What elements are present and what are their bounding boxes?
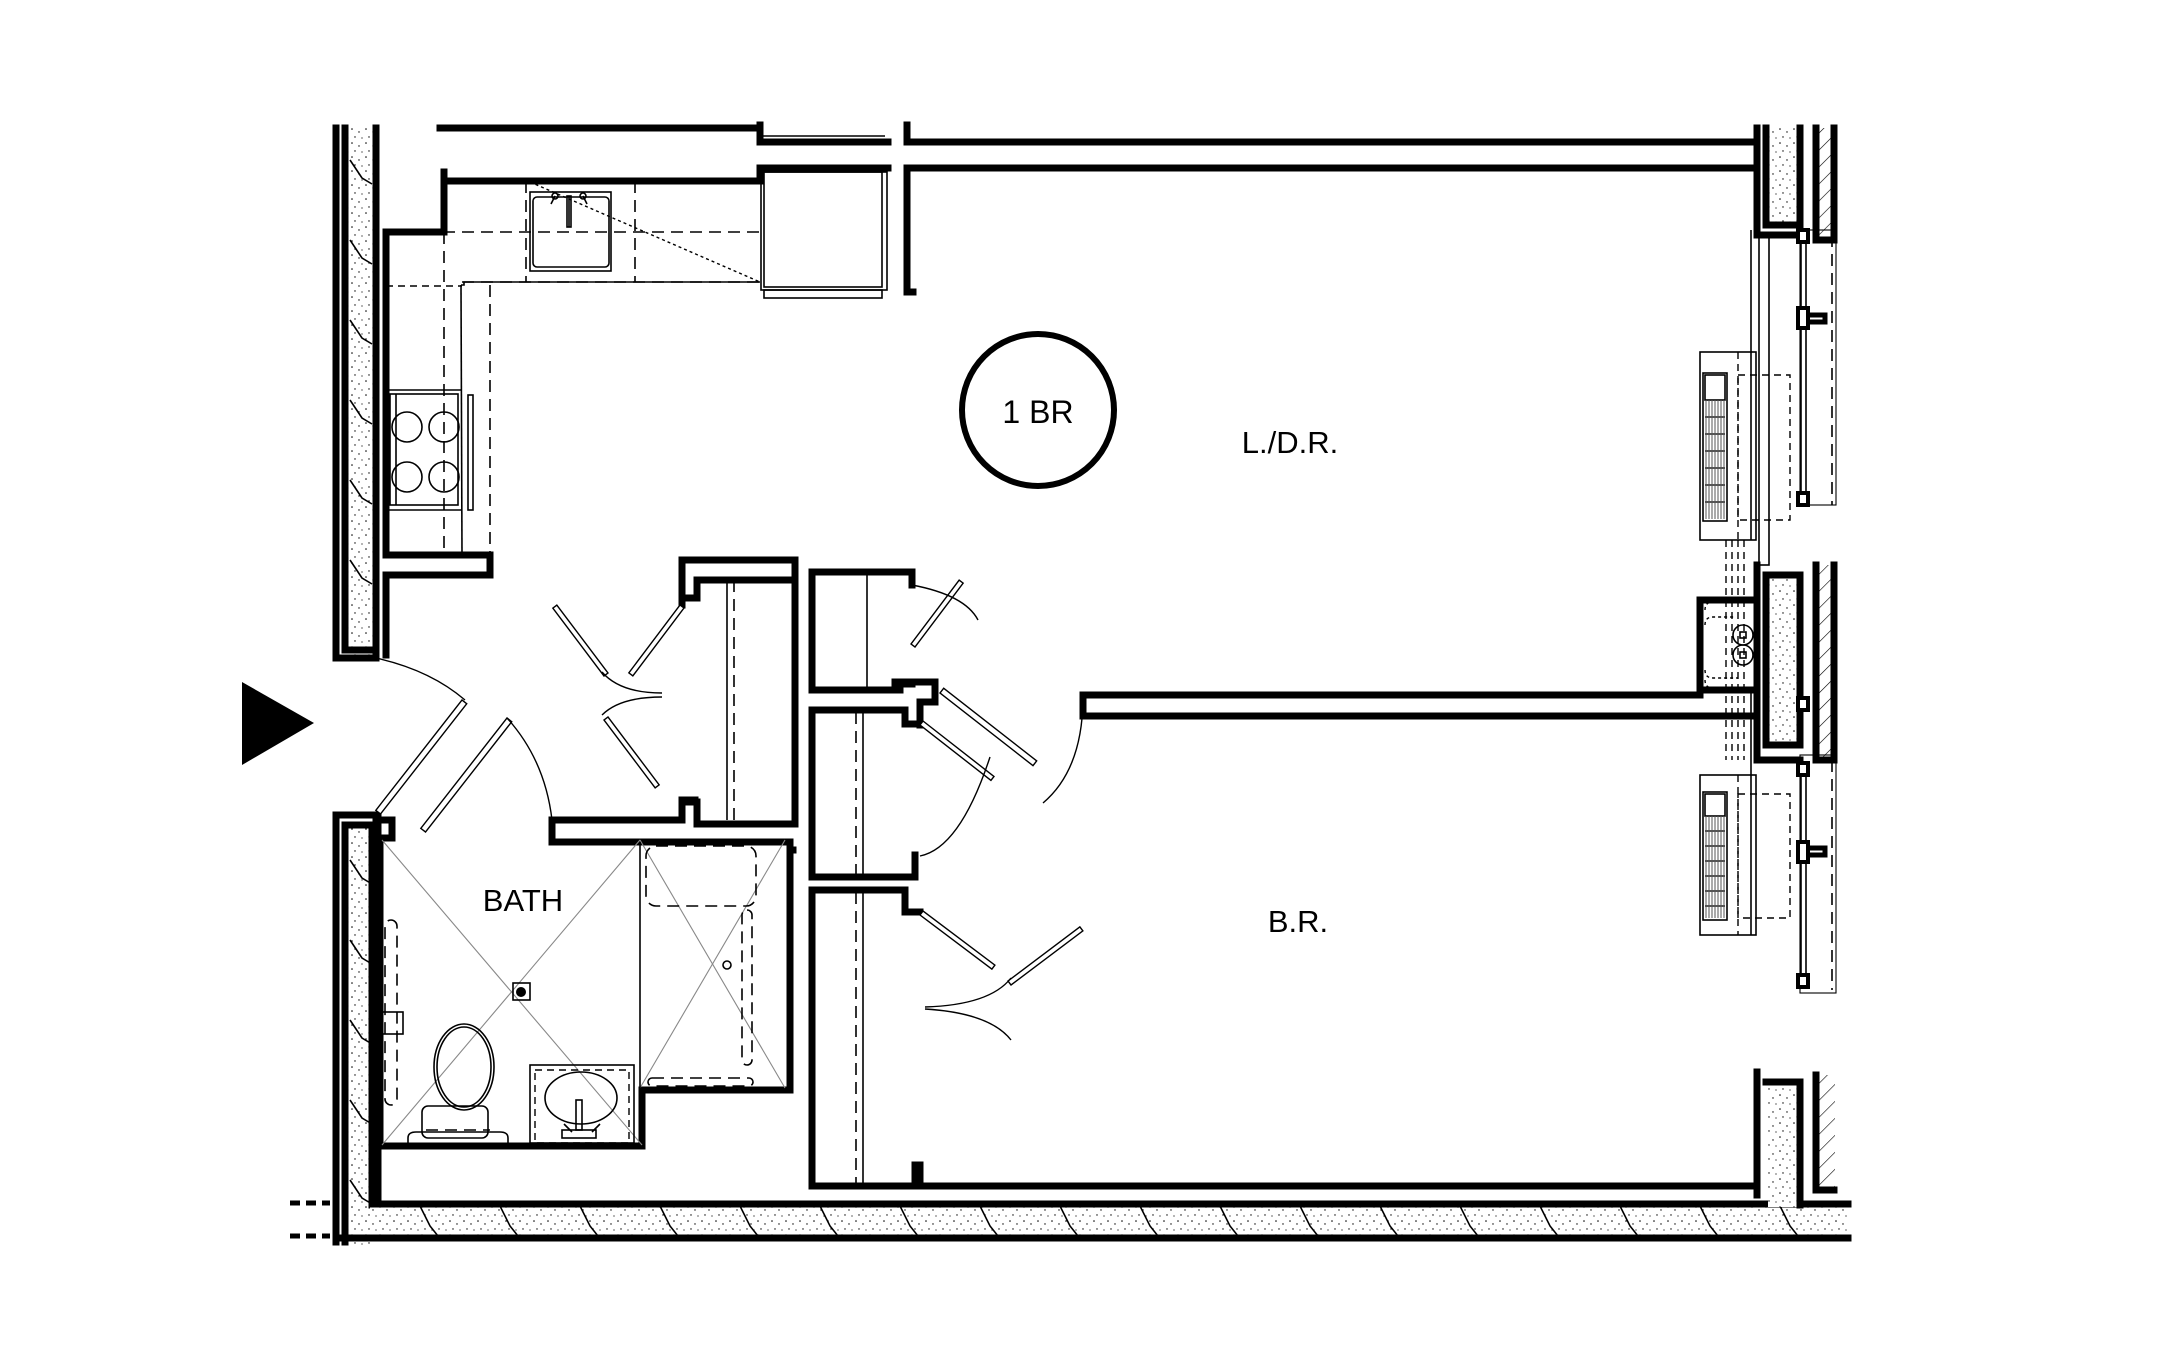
partition-wall-lower	[1079, 686, 1761, 720]
bedroom-closet-lower-bifold-door[interactable]	[919, 910, 1084, 1041]
hall-closet-bifold-door[interactable]	[551, 604, 685, 789]
room-label-living-dining: L./D.R.	[1242, 425, 1338, 460]
exterior-walls	[290, 124, 1852, 1246]
bedroom-closet-lower	[808, 886, 1761, 1190]
hvac-unit-lower	[1699, 690, 1791, 936]
bedroom-closet-upper	[808, 678, 939, 881]
room-label-bedroom: B.R.	[1268, 904, 1328, 939]
bedroom-closet-upper-door[interactable]	[919, 720, 995, 857]
window-lower	[1796, 696, 1837, 994]
partition-wall	[1079, 596, 1704, 720]
linen-closet	[808, 568, 916, 694]
hall-closet	[678, 556, 799, 828]
entry-arrow-icon	[242, 682, 314, 765]
pipe-riser	[1696, 540, 1761, 760]
entry-door[interactable]	[374, 657, 468, 815]
unit-type-label: 1 BR	[1002, 394, 1073, 430]
kitchen	[382, 121, 1761, 659]
window-upper	[1758, 228, 1837, 566]
bedroom-door[interactable]	[939, 687, 1084, 804]
bathroom	[376, 717, 797, 1150]
unit-type-badge: 1 BR	[959, 331, 1117, 489]
linen-closet-door[interactable]	[910, 579, 979, 648]
room-label-bath: BATH	[483, 883, 563, 918]
hvac-unit-upper	[1699, 230, 1791, 541]
